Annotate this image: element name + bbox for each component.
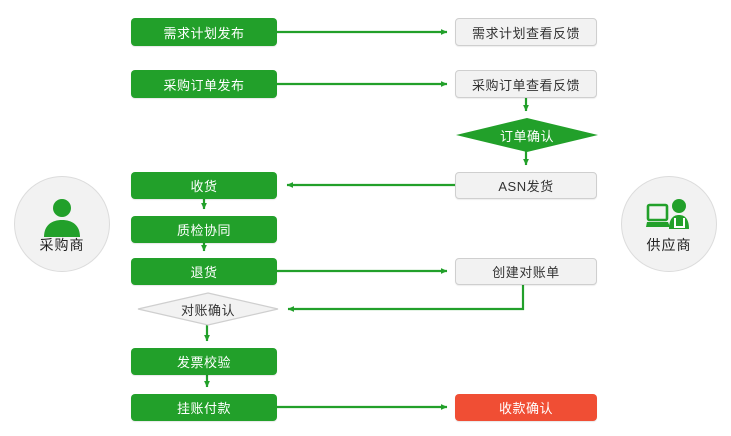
node-invoice-verification[interactable]: 发票校验 [131,348,277,375]
node-demand-plan-publish[interactable]: 需求计划发布 [131,18,277,46]
node-purchase-order-view-feedback[interactable]: 采购订单查看反馈 [455,70,597,98]
node-order-confirm[interactable]: 订单确认 [456,118,598,152]
node-accrual-payment[interactable]: 挂账付款 [131,394,277,421]
node-order-confirm-label: 订单确认 [499,128,554,144]
edge-n10-n11 [287,285,525,312]
node-reconciliation-confirm[interactable]: 对账确认 [137,292,279,326]
node-payment-receipt-confirm[interactable]: 收款确认 [455,394,597,421]
person-at-computer-icon [646,198,689,229]
actor-buyer-label: 采购商 [39,236,85,253]
node-return-goods[interactable]: 退货 [131,258,277,285]
node-goods-receipt[interactable]: 收货 [131,172,277,199]
actor-buyer[interactable]: 采购商 [14,176,110,272]
node-create-reconciliation-statement[interactable]: 创建对账单 [455,258,597,285]
person-icon [44,198,80,237]
node-quality-inspection-collaboration[interactable]: 质检协同 [131,216,277,243]
node-purchase-order-publish[interactable]: 采购订单发布 [131,70,277,98]
diamond-shape [456,118,598,152]
actor-supplier-label: 供应商 [646,236,692,253]
actor-supplier[interactable]: 供应商 [621,176,717,272]
node-asn-shipment[interactable]: ASN发货 [455,172,597,199]
node-demand-plan-view-feedback[interactable]: 需求计划查看反馈 [455,18,597,46]
node-reconciliation-confirm-label: 对账确认 [180,302,235,318]
